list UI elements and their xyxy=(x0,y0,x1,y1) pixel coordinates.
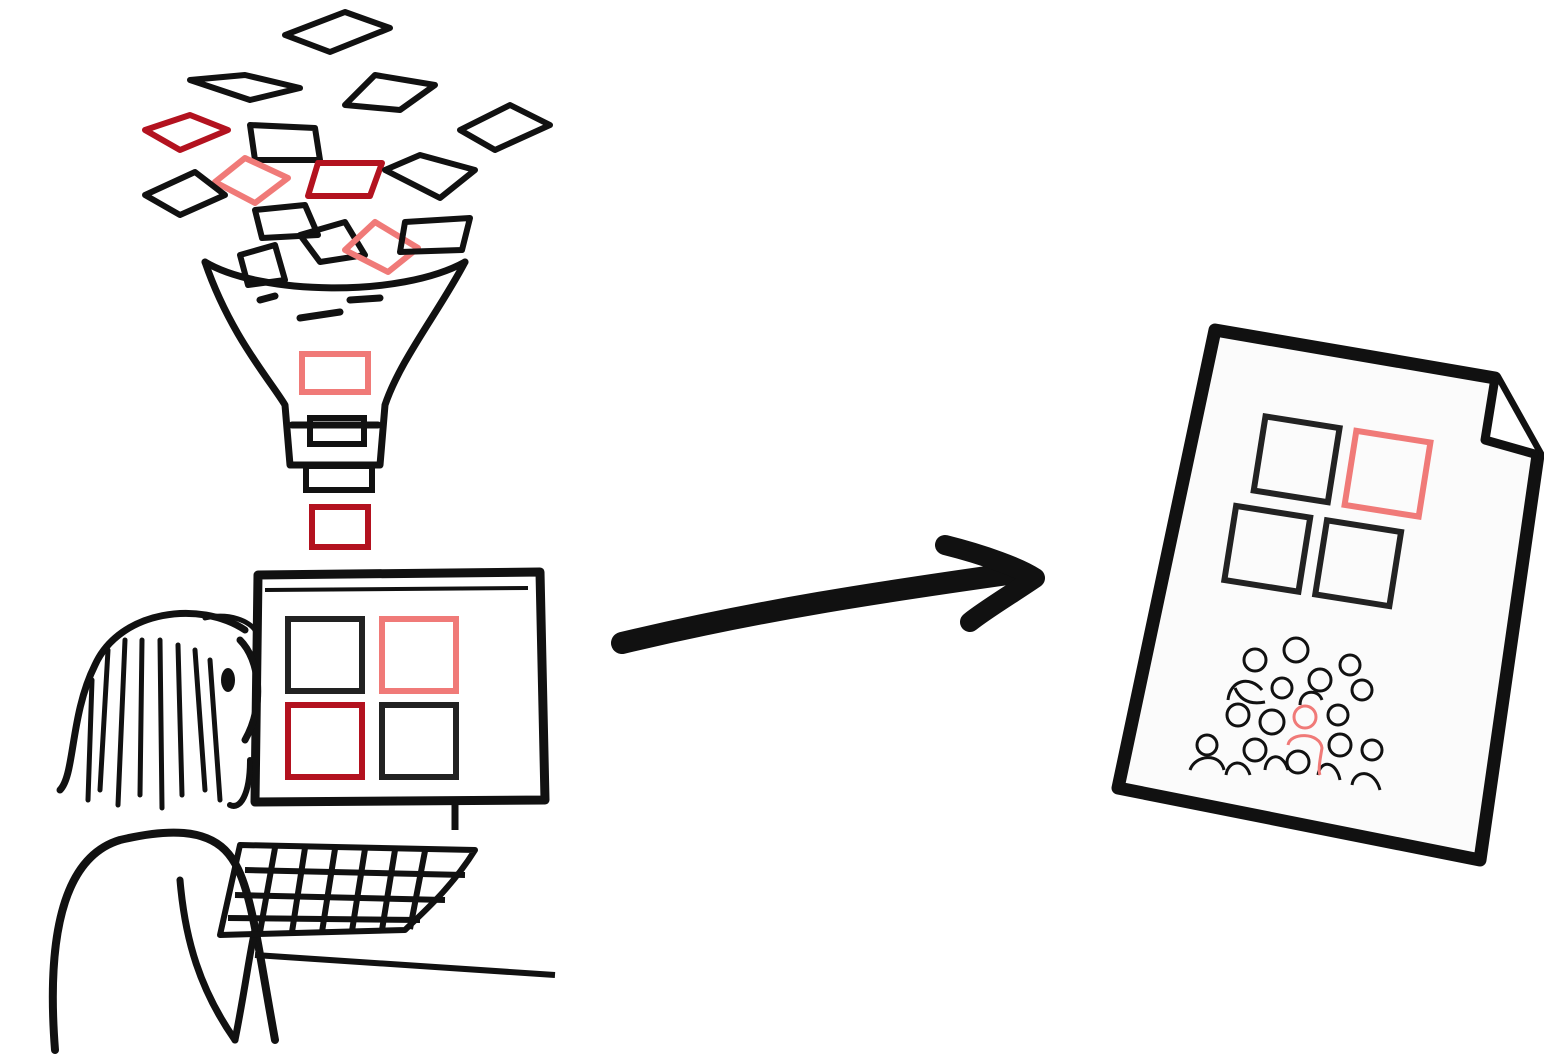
card-icon xyxy=(145,115,228,150)
card-icon xyxy=(285,12,390,52)
monitor-tile xyxy=(382,705,456,777)
keyboard-icon xyxy=(220,845,555,975)
document-icon xyxy=(1118,330,1538,860)
card-icon xyxy=(460,105,550,150)
falling-cards xyxy=(145,12,550,285)
card-icon xyxy=(145,172,225,215)
monitor-tile xyxy=(382,619,456,691)
card-icon xyxy=(312,507,368,547)
card-icon xyxy=(306,466,372,490)
monitor-tile xyxy=(288,619,362,691)
card-icon xyxy=(190,75,300,100)
arrow-right-icon xyxy=(622,545,1035,643)
monitor-icon xyxy=(255,572,545,830)
card-icon xyxy=(385,155,475,198)
monitor-tile xyxy=(288,705,362,777)
card-icon xyxy=(345,222,418,272)
funnel-icon xyxy=(205,262,465,465)
person-icon xyxy=(53,613,275,1050)
card-icon xyxy=(308,163,382,196)
card-icon xyxy=(302,354,368,392)
card-icon xyxy=(345,75,435,110)
card-icon xyxy=(250,125,320,160)
